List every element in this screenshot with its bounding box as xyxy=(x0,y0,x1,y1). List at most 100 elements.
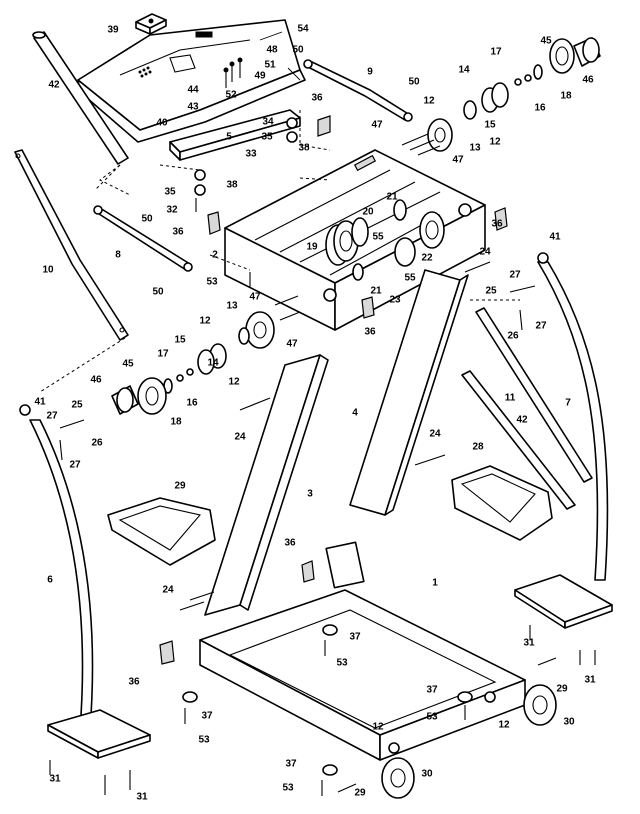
base-frame-1 xyxy=(199,541,526,761)
end-caps xyxy=(159,115,508,665)
part-number-17: 17 xyxy=(157,349,169,360)
part-number-34: 34 xyxy=(262,117,274,128)
part-number-11: 11 xyxy=(505,393,516,404)
part-number-35: 35 xyxy=(261,132,273,143)
part-number-24: 24 xyxy=(162,585,174,596)
part-number-29: 29 xyxy=(174,481,186,492)
part-number-37: 37 xyxy=(285,759,297,770)
part-number-16: 16 xyxy=(186,398,198,409)
part-number-53: 53 xyxy=(426,712,438,723)
part-number-7: 7 xyxy=(565,398,571,409)
handle-arm-left xyxy=(14,149,129,341)
part-number-14: 14 xyxy=(458,65,470,76)
part-number-42: 42 xyxy=(516,415,528,426)
part-number-31: 31 xyxy=(584,675,596,686)
part-number-12: 12 xyxy=(228,377,240,388)
leveler-pad xyxy=(457,691,473,703)
part-number-27: 27 xyxy=(46,411,58,422)
link-rod-8 xyxy=(93,205,193,272)
part-number-30: 30 xyxy=(421,769,433,780)
part-number-47: 47 xyxy=(371,120,383,131)
rear-leg-4 xyxy=(349,269,469,516)
fasteners xyxy=(49,117,596,796)
part-number-25: 25 xyxy=(485,286,497,297)
part-number-37: 37 xyxy=(201,711,213,722)
part-number-24: 24 xyxy=(429,429,441,440)
part-number-3: 3 xyxy=(307,489,313,500)
lower-left-crank-assembly xyxy=(111,295,301,415)
part-number-52: 52 xyxy=(225,90,237,101)
part-number-24: 24 xyxy=(234,432,246,443)
part-number-55: 55 xyxy=(372,232,384,243)
pedal-right xyxy=(451,465,553,541)
part-number-12: 12 xyxy=(489,137,501,148)
leveler-pad xyxy=(182,691,198,703)
part-number-31: 31 xyxy=(136,792,148,803)
wheel-right xyxy=(523,684,557,726)
part-number-53: 53 xyxy=(198,735,210,746)
part-number-36: 36 xyxy=(172,227,184,238)
part-number-53: 53 xyxy=(336,658,348,669)
right-handle-7 xyxy=(537,252,609,581)
part-number-25: 25 xyxy=(71,400,83,411)
right-tube-11 xyxy=(475,307,593,483)
part-number-14: 14 xyxy=(207,358,219,369)
part-number-10: 10 xyxy=(42,265,54,276)
part-number-37: 37 xyxy=(349,632,361,643)
part-number-21: 21 xyxy=(386,192,398,203)
console-bracket xyxy=(169,109,301,161)
part-number-36: 36 xyxy=(311,93,323,104)
part-number-35: 35 xyxy=(164,187,176,198)
part-number-32: 32 xyxy=(166,205,178,216)
part-number-16: 16 xyxy=(534,103,546,114)
part-number-50: 50 xyxy=(292,45,304,56)
part-number-49: 49 xyxy=(254,71,266,82)
part-number-18: 18 xyxy=(170,417,182,428)
part-number-39: 39 xyxy=(107,25,119,36)
part-number-23: 23 xyxy=(389,295,401,306)
part-number-15: 15 xyxy=(174,335,186,346)
part-number-45: 45 xyxy=(540,36,552,47)
left-handle-6 xyxy=(19,404,94,731)
part-number-50: 50 xyxy=(408,77,420,88)
part-number-22: 22 xyxy=(421,253,433,264)
part-number-46: 46 xyxy=(90,375,102,386)
part-number-28: 28 xyxy=(472,442,484,453)
part-number-17: 17 xyxy=(490,47,502,58)
leveler-pad xyxy=(322,624,338,636)
part-number-53: 53 xyxy=(206,277,218,288)
part-number-41: 41 xyxy=(549,232,561,243)
part-number-8: 8 xyxy=(115,250,121,261)
part-number-21: 21 xyxy=(370,286,382,297)
part-number-30: 30 xyxy=(563,717,575,728)
part-number-29: 29 xyxy=(354,788,366,799)
part-number-12: 12 xyxy=(199,316,211,327)
wheel-left xyxy=(381,757,415,799)
part-number-12: 12 xyxy=(498,720,510,731)
part-number-27: 27 xyxy=(509,270,521,281)
part-number-36: 36 xyxy=(128,677,140,688)
part-number-26: 26 xyxy=(507,331,519,342)
part-number-48: 48 xyxy=(266,45,278,56)
part-number-15: 15 xyxy=(484,120,496,131)
part-number-19: 19 xyxy=(306,242,318,253)
left-upright-tube xyxy=(32,31,129,165)
part-number-38: 38 xyxy=(226,180,238,191)
part-number-29: 29 xyxy=(556,684,568,695)
part-number-13: 13 xyxy=(226,301,238,312)
part-number-45: 45 xyxy=(122,359,134,370)
part-number-47: 47 xyxy=(249,292,261,303)
front-leg-3 xyxy=(204,354,329,616)
part-number-38: 38 xyxy=(298,143,310,154)
part-number-36: 36 xyxy=(491,219,503,230)
part-number-2: 2 xyxy=(212,250,218,261)
part-number-50: 50 xyxy=(141,214,153,225)
part-number-1: 1 xyxy=(432,578,438,589)
part-number-27: 27 xyxy=(69,460,81,471)
upper-right-crank-assembly xyxy=(401,37,601,156)
part-number-31: 31 xyxy=(523,638,535,649)
part-number-51: 51 xyxy=(264,60,276,71)
